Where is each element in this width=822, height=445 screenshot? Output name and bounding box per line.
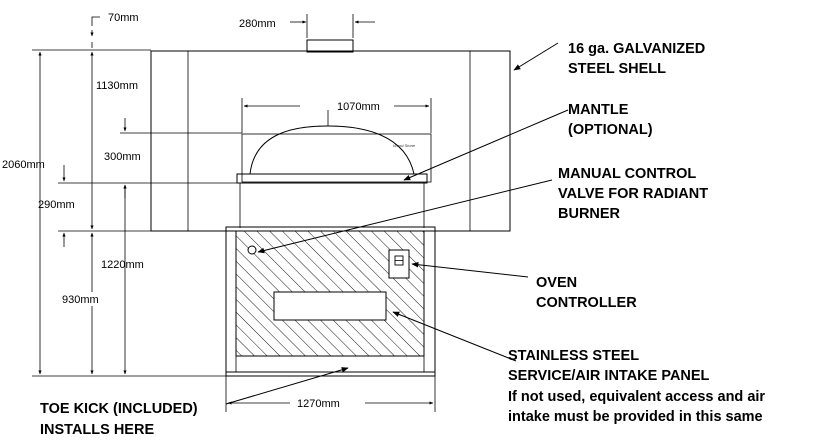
callout-shell-line1: 16 ga. GALVANIZED [568,41,705,57]
callout-panel-line1: STAINLESS STEEL [508,348,639,364]
valve-knob [247,245,257,255]
dim-dome-height: 300mm [104,151,141,163]
dim-panel-height: 930mm [62,294,99,306]
dim-top-offset: 70mm [108,12,139,24]
callout-controller-line2: CONTROLLER [536,295,637,311]
callout-leaders [225,42,569,405]
dome-brand-mark: Wood Stone [393,143,416,148]
callout-panel-line2: SERVICE/AIR INTAKE PANEL [508,368,710,384]
dim-base-height: 1220mm [101,259,144,271]
dim-mantle-width: 1070mm [337,101,380,113]
oven-band [236,173,428,184]
flue [306,39,354,53]
oven-dome [249,125,415,175]
dim-1130-bg [94,78,142,92]
dim-base-width: 1270mm [297,398,340,410]
dim-flue-width: 280mm [239,18,276,30]
callout-panel-line4: intake must be provided in this same [508,409,763,425]
oven-drawing: Wood Stone [150,39,511,377]
dimension-lines: 70mm 280mm 2060mm 1130mm 300mm 290mm 12 [2,12,436,412]
callout-toe-kick-line1: TOE KICK (INCLUDED) [40,401,198,417]
dim-total-height: 2060mm [2,159,45,171]
dim-band-height: 290mm [38,199,75,211]
mantle [241,133,432,183]
leader-controller [411,261,529,278]
toe-kick [225,371,436,377]
dim-70-leader [91,16,100,26]
burner-access-slot [273,291,387,321]
callout-texts: 16 ga. GALVANIZED STEEL SHELL MANTLE (OP… [40,41,765,438]
callout-valve-line3: BURNER [558,206,621,222]
callout-shell-line2: STEEL SHELL [568,61,666,77]
callout-mantle-line2: (OPTIONAL) [568,122,653,138]
callout-valve-line2: VALVE FOR RADIANT [558,186,708,202]
callout-controller-line1: OVEN [536,275,577,291]
steel-shell [150,50,511,232]
dim-930-bg [58,292,110,306]
leader-shell [513,42,559,71]
callout-panel-line3: If not used, equivalent access and air [508,389,765,405]
leader-mantle [403,109,569,181]
callout-valve-line1: MANUAL CONTROL [558,166,696,182]
leader-toe-kick [225,367,349,405]
leader-panel [392,311,517,362]
leader-valve [257,179,553,254]
callout-mantle-line1: MANTLE [568,102,629,118]
callout-toe-kick-line2: INSTALLS HERE [40,422,154,438]
dim-shell-upper: 1130mm [96,80,138,92]
